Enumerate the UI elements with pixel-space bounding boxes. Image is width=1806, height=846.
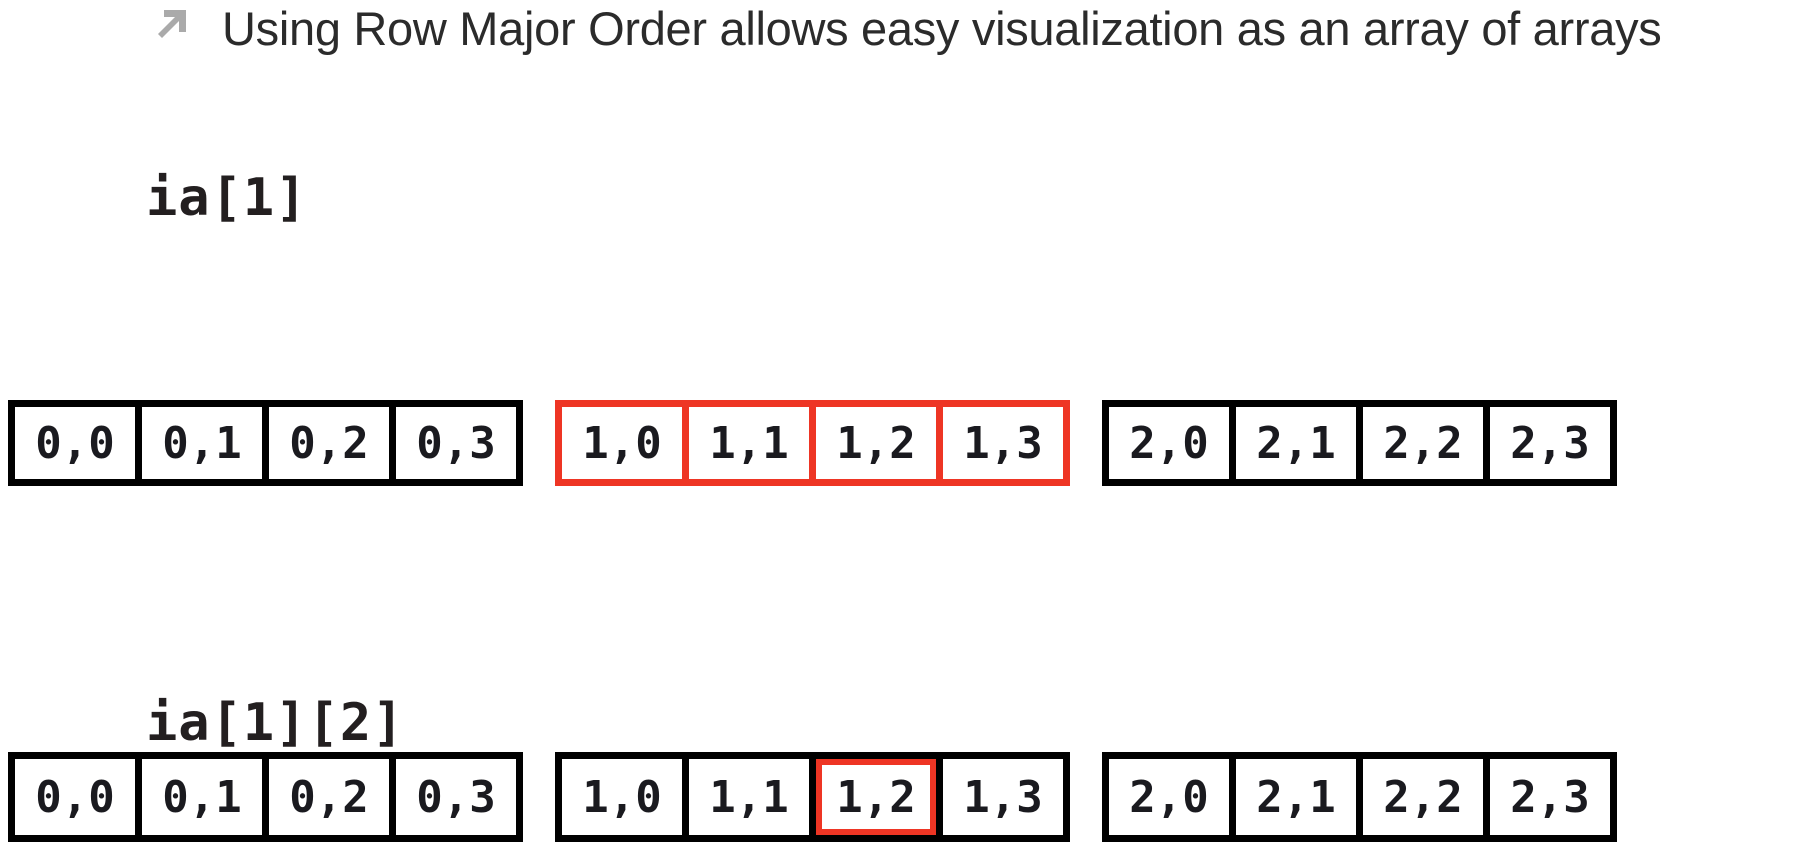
array-cell: 2,0 <box>1109 407 1229 479</box>
array-cell-highlighted: 1,2 <box>816 759 936 835</box>
array-cell: 1,0 <box>562 759 682 835</box>
array-cell: 0,2 <box>269 407 389 479</box>
bullet-heading: Using Row Major Order allows easy visual… <box>146 0 1806 57</box>
array-cell: 0,3 <box>396 759 516 835</box>
heading-text: Using Row Major Order allows easy visual… <box>222 2 1662 55</box>
array-cell: 2,2 <box>1363 407 1483 479</box>
array-cell: 1,3 <box>943 407 1063 479</box>
array-cell: 2,3 <box>1490 759 1610 835</box>
array-cell: 2,1 <box>1236 759 1356 835</box>
label-ia-1: ia[1] <box>146 168 308 228</box>
array-cell: 2,2 <box>1363 759 1483 835</box>
array-cell: 0,0 <box>15 407 135 479</box>
array-cell: 0,2 <box>269 759 389 835</box>
array-cell: 0,0 <box>15 759 135 835</box>
array-cell: 0,1 <box>142 759 262 835</box>
array-cell: 1,2 <box>816 407 936 479</box>
array-cell: 0,3 <box>396 407 516 479</box>
array-cell: 2,1 <box>1236 407 1356 479</box>
arrow-up-right-icon <box>146 4 192 56</box>
label-ia-1-2: ia[1][2] <box>146 693 405 753</box>
array-cell: 2,3 <box>1490 407 1610 479</box>
array-cell: 2,0 <box>1109 759 1229 835</box>
array-cell: 1,1 <box>689 407 809 479</box>
array-cell: 1,0 <box>562 407 682 479</box>
array-cell: 1,1 <box>689 759 809 835</box>
array-cell: 1,3 <box>943 759 1063 835</box>
array-cell: 0,1 <box>142 407 262 479</box>
